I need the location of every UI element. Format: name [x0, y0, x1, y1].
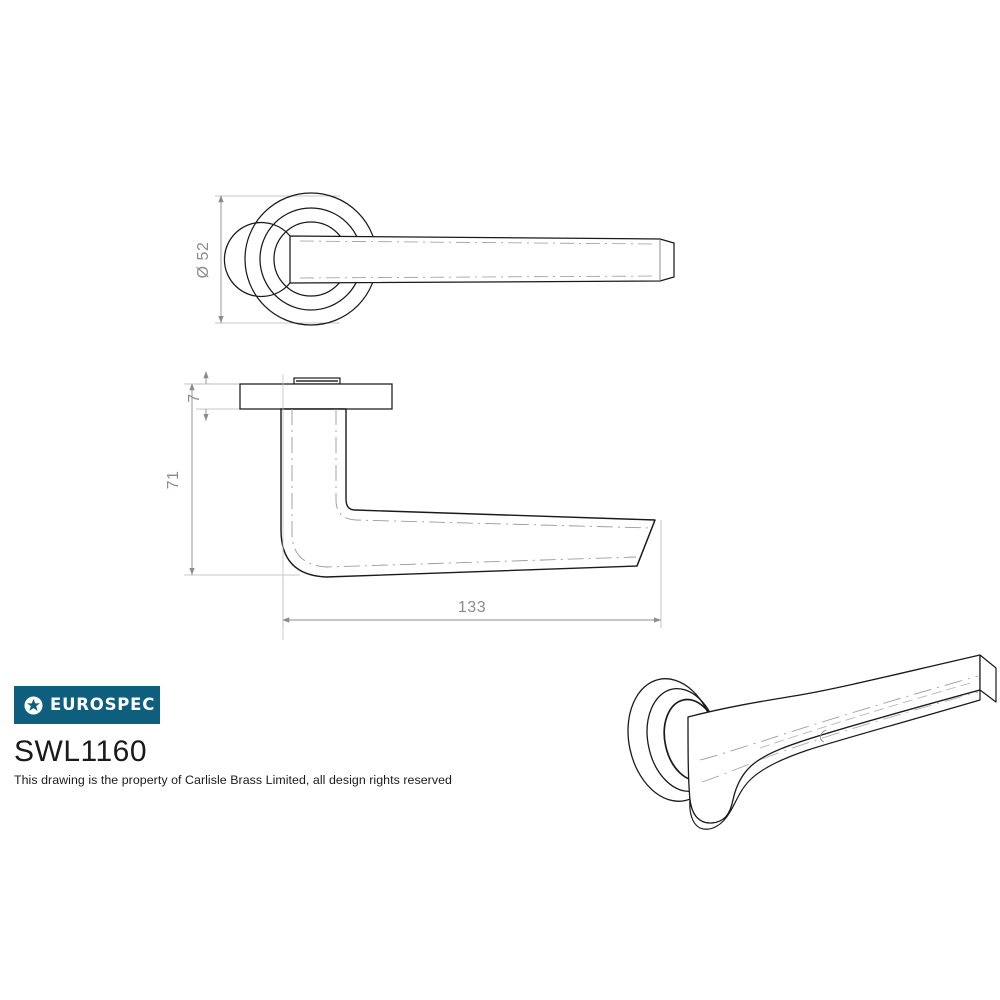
dimension-label-lever-drop: 71: [165, 471, 182, 490]
side-view-spindle-boss: [293, 377, 341, 385]
title-block: EUROSPEC SWL1160 This drawing is the pro…: [14, 686, 484, 787]
star-circle-icon: [24, 695, 43, 715]
side-view: 7 71 133: [165, 371, 662, 640]
dimension-lever-drop: 71: [165, 383, 300, 576]
copyright-disclaimer: This drawing is the property of Carlisle…: [14, 772, 452, 787]
isometric-view: [627, 654, 997, 830]
dimension-label-rose-thickness: 7: [186, 393, 203, 402]
brand-name: EUROSPEC: [50, 694, 156, 714]
dimension-label-lever-projection: 133: [458, 599, 486, 616]
top-view: Ø 52: [195, 192, 675, 326]
dimension-lever-projection: 133: [282, 520, 662, 628]
side-view-rose-plate: [239, 383, 393, 410]
brand-logo: EUROSPEC: [14, 686, 160, 724]
dimension-rose-diameter: Ø 52: [195, 195, 340, 324]
product-code: SWL1160: [14, 735, 148, 768]
side-view-lever: [280, 408, 656, 578]
top-view-rose-overlay: [223, 221, 291, 298]
top-view-lever: [289, 235, 675, 284]
iso-lever: [687, 654, 997, 830]
dimension-label-rose-diameter: Ø 52: [195, 242, 212, 279]
